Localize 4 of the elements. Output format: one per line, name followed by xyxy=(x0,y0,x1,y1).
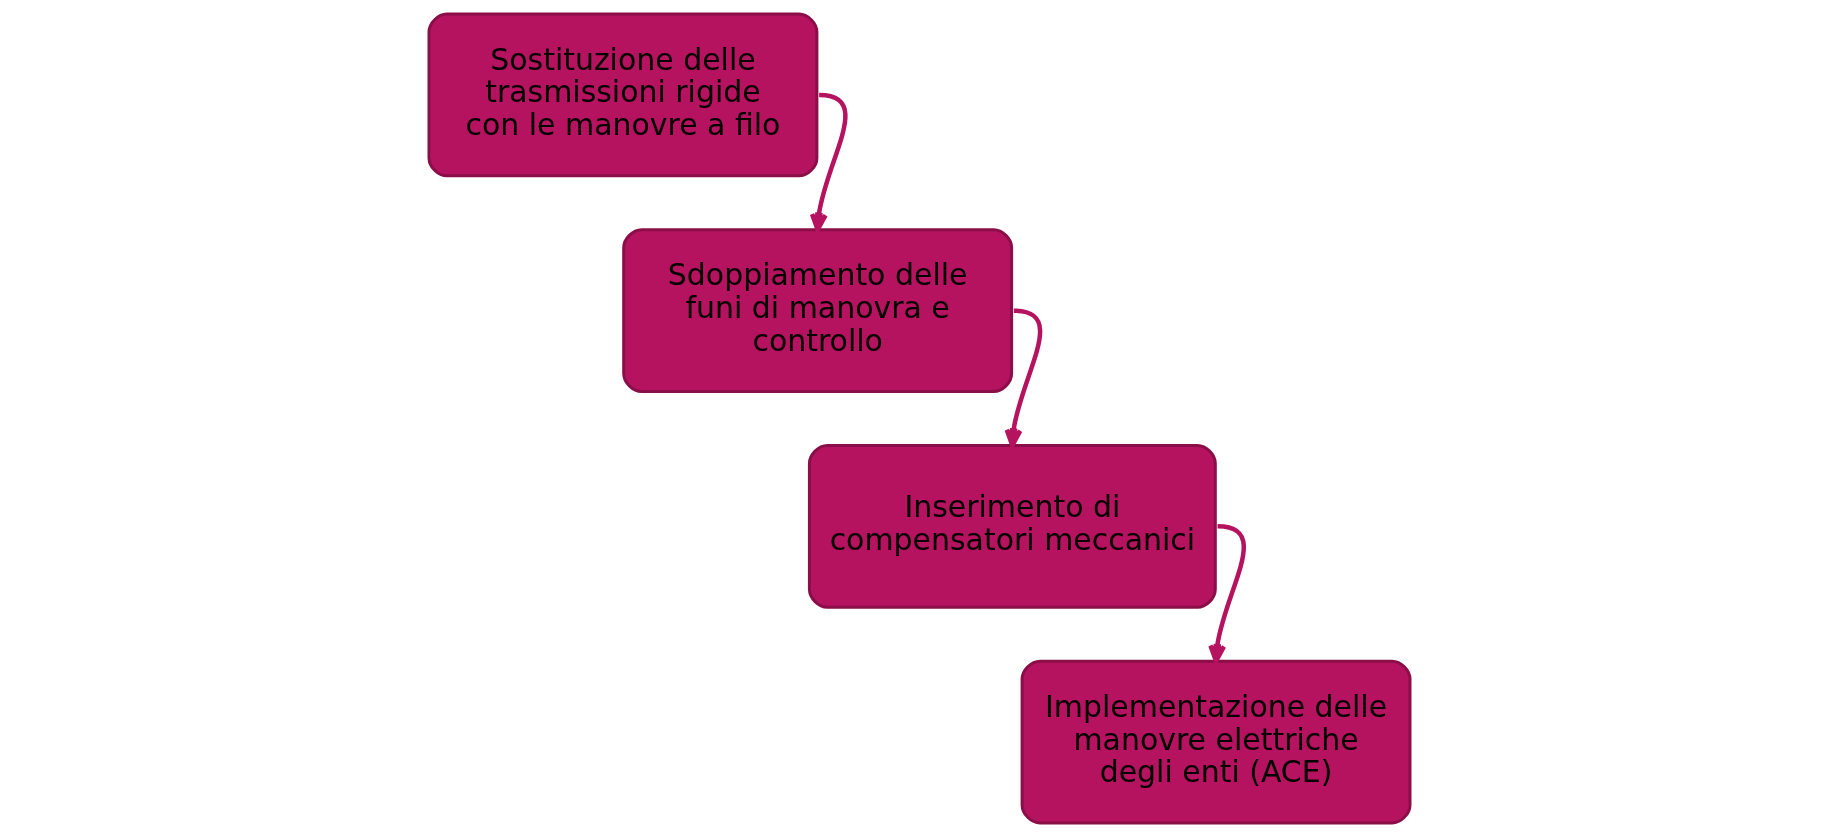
node-box: Inserimento di compensatori meccanici xyxy=(807,443,1217,609)
node-box: Sostituzione delle trasmissioni rigide con le manovre a filo xyxy=(427,12,819,178)
node-box: Implementazione delle manovre elettriche degli enti (ACE) xyxy=(1020,659,1412,825)
node-box: Sdoppiamento delle funi di manovra e controllo xyxy=(622,228,1014,394)
